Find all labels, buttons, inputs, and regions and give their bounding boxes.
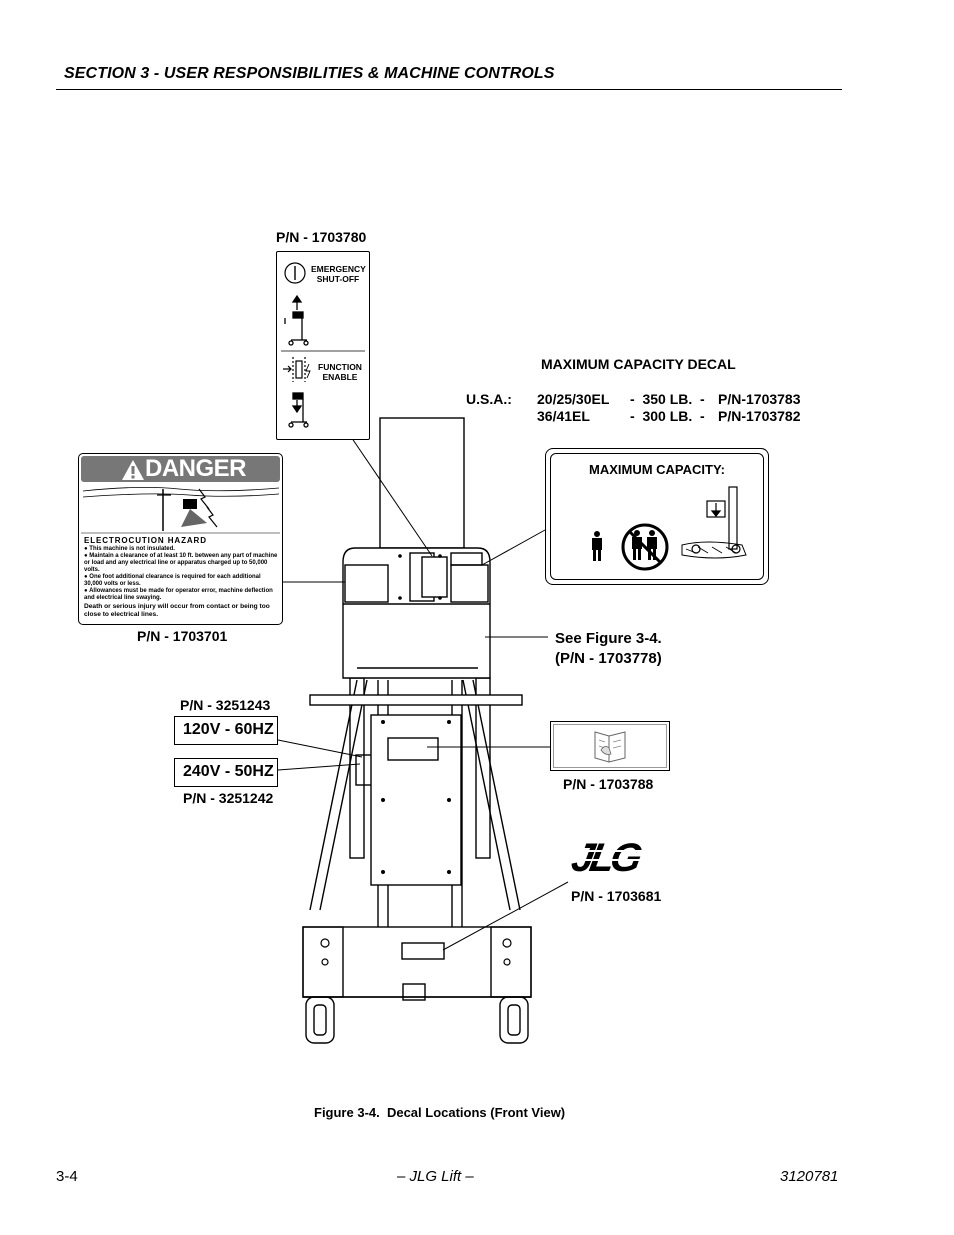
function-enable-icon <box>283 357 311 382</box>
hazard-bullet: ● This machine is not insulated. <box>84 546 175 552</box>
model-row-2: 36/41EL <box>537 408 590 424</box>
warning-triangle-icon <box>122 460 144 480</box>
emergency-decal-pn: P/N - 1703780 <box>276 229 367 245</box>
hazard-title: ELECTROCUTION HAZARD <box>84 536 207 545</box>
pn-row-2: P/N-1703782 <box>718 408 801 424</box>
enable-line2: ENABLE <box>322 372 358 382</box>
voltage-120-decal: 120V - 60HZ <box>174 716 278 745</box>
danger-word: DANGER <box>145 455 247 482</box>
jlg-logo-stripe <box>572 859 664 861</box>
read-manual-pn: P/N - 1703788 <box>563 776 654 792</box>
capacity-icons <box>592 486 747 571</box>
power-icon <box>284 262 306 284</box>
lift-down-icon <box>288 392 309 428</box>
section-title: SECTION 3 - USER RESPONSIBILITIES & MACH… <box>64 65 555 82</box>
hazard-bullet-text: This machine is not insulated. <box>89 546 175 552</box>
see-figure-line1: See Figure 3-4. <box>555 630 662 647</box>
hazard-bullet-list: ● This machine is not insulated. ● Maint… <box>84 546 278 619</box>
jlg-logo-pn: P/N - 1703681 <box>571 888 662 904</box>
model-row-1: 20/25/30EL <box>537 391 610 407</box>
max-capacity-decal: MAXIMUM CAPACITY: <box>545 448 769 585</box>
hazard-warning: Death or serious injury will occur from … <box>84 603 270 618</box>
jlg-logo-text: JLG <box>568 836 642 880</box>
one-person-icon <box>592 531 602 561</box>
voltage-120-text: 120V - 60HZ <box>183 721 274 738</box>
hazard-bullet: ● Allowances must be made for operator e… <box>84 588 273 601</box>
voltage-240-pn: P/N - 3251242 <box>183 790 274 806</box>
lift-up-icon <box>284 294 309 346</box>
hazard-bullet-text: One foot additional clearance is require… <box>84 574 261 587</box>
enable-line1: FUNCTION <box>318 362 362 372</box>
header-rule <box>56 89 842 90</box>
emergency-decal-graphics <box>281 262 365 428</box>
hazard-bullet-text: Maintain a clearance of at least 10 ft. … <box>84 553 278 573</box>
see-figure-line2: (P/N - 1703778) <box>555 650 662 667</box>
pn-row-1: P/N-1703783 <box>718 391 801 407</box>
weight-row-2: - 300 LB. - <box>630 408 705 424</box>
voltage-240-text: 240V - 50HZ <box>183 763 274 780</box>
hazard-bullet-text: Allowances must be made for operator err… <box>84 588 273 601</box>
hazard-bullet: ● Maintain a clearance of at least 10 ft… <box>84 553 278 573</box>
no-two-persons-icon <box>621 523 669 571</box>
emergency-label: EMERGENCY SHUT-OFF <box>311 264 366 284</box>
hazard-bullet: ● One foot additional clearance is requi… <box>84 574 261 587</box>
region-label: U.S.A.: <box>466 391 512 407</box>
danger-banner: DANGER <box>81 455 280 482</box>
jlg-logo: JLG <box>568 836 664 880</box>
read-manual-decal <box>550 721 670 771</box>
danger-decal: DANGER ELECTROCUTION HAZARD ● This machi… <box>78 453 283 625</box>
emergency-decal: EMERGENCY SHUT-OFF FUNCTION ENABLE <box>276 251 370 440</box>
page-number: 3-4 <box>56 1168 78 1185</box>
electrocution-illustration <box>81 487 280 534</box>
danger-decal-pn: P/N - 1703701 <box>137 628 228 644</box>
document-number: 3120781 <box>780 1168 839 1185</box>
footer-center-text: – JLG Lift – <box>397 1168 474 1185</box>
function-enable-label: FUNCTION ENABLE <box>313 362 367 382</box>
emergency-line1: EMERGENCY <box>311 264 366 274</box>
max-capacity-heading: MAXIMUM CAPACITY: <box>589 462 726 477</box>
manual-book-icon <box>594 731 626 763</box>
emergency-line2: SHUT-OFF <box>316 274 360 284</box>
max-capacity-title: MAXIMUM CAPACITY DECAL <box>541 356 736 372</box>
weight-row-1: - 350 LB. - <box>630 391 705 407</box>
voltage-120-pn: P/N - 3251243 <box>180 697 271 713</box>
jlg-logo-stripe <box>572 850 664 852</box>
figure-caption: Figure 3-4. Decal Locations (Front View) <box>314 1105 566 1120</box>
voltage-240-decal: 240V - 50HZ <box>174 758 278 787</box>
lift-load-icon <box>681 486 747 559</box>
